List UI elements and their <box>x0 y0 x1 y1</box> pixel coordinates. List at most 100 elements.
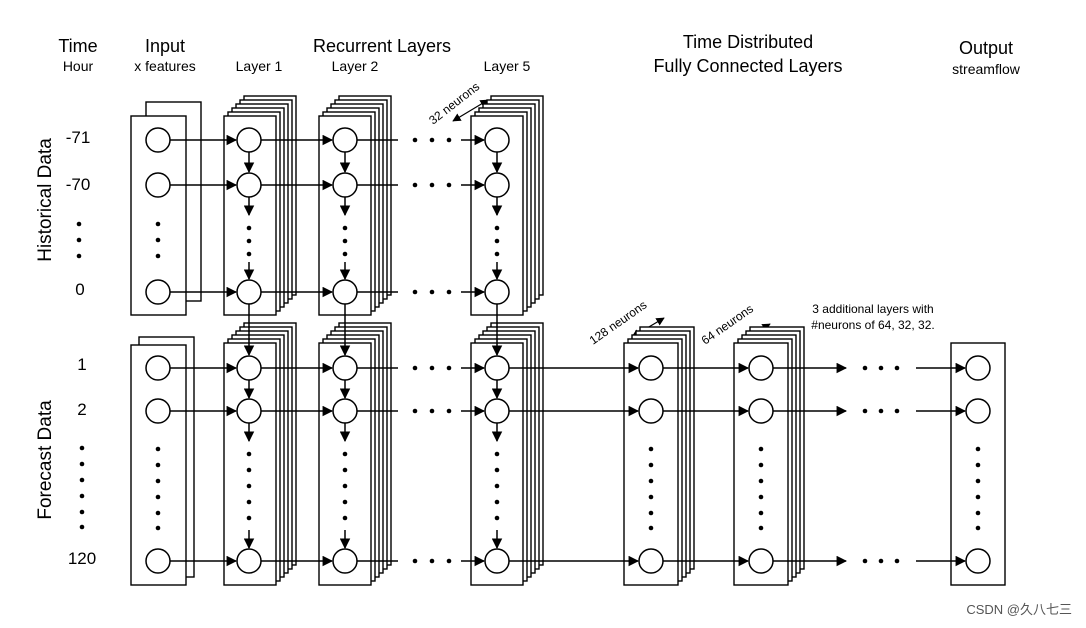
layer5-node <box>484 127 510 153</box>
layer2-node <box>332 279 358 305</box>
ellipsis-dot <box>155 221 161 227</box>
ellipsis-dot <box>648 478 654 484</box>
ellipsis-dot <box>429 137 435 143</box>
output-node <box>965 398 991 424</box>
layer2-stack-historical <box>318 95 392 316</box>
forecast-data-label: Forecast Data <box>35 400 56 520</box>
layer1-node <box>236 279 262 305</box>
ellipsis-dot <box>975 494 981 500</box>
ellipsis-dot <box>342 483 348 489</box>
ellipsis-dot <box>648 462 654 468</box>
ellipsis-dot <box>975 525 981 531</box>
ellipsis-dot <box>975 510 981 516</box>
ellipsis-dot <box>648 525 654 531</box>
ellipsis-dot <box>429 289 435 295</box>
layer2-node <box>332 172 358 198</box>
ellipsis-dot <box>878 558 884 564</box>
layer-ellipsis <box>412 182 452 188</box>
ellipsis-dot <box>894 408 900 414</box>
ellipsis-dot <box>412 182 418 188</box>
ellipsis-dot <box>648 494 654 500</box>
layer1-node <box>236 127 262 153</box>
layer-ellipsis <box>412 558 452 564</box>
layer5-node <box>484 548 510 574</box>
output-ellipsis <box>975 446 981 531</box>
layer2-node <box>332 355 358 381</box>
fc1-ellipsis <box>648 446 654 531</box>
ellipsis-dot <box>155 494 161 500</box>
ellipsis-dot <box>446 289 452 295</box>
layer1-node <box>236 548 262 574</box>
ellipsis-dot <box>862 408 868 414</box>
ellipsis-dot <box>494 225 500 231</box>
ellipsis-dot <box>155 510 161 516</box>
ellipsis-dot <box>246 483 252 489</box>
ellipsis-dot <box>975 462 981 468</box>
layer5-stack-historical <box>470 95 544 316</box>
time-ellipsis-forecast <box>79 445 85 530</box>
ellipsis-dot <box>446 365 452 371</box>
input-node <box>145 172 171 198</box>
ellipsis-dot <box>342 515 348 521</box>
fc2-node <box>748 398 774 424</box>
ellipsis-dot <box>494 483 500 489</box>
ellipsis-dot <box>246 499 252 505</box>
layer-ellipsis <box>412 289 452 295</box>
time-label-minus71: -71 <box>66 128 91 147</box>
ellipsis-dot <box>494 515 500 521</box>
fc1-node <box>638 548 664 574</box>
layer2-recurrent-ellipsis <box>342 225 348 257</box>
ellipsis-dot <box>494 251 500 257</box>
fully-connected-header: Fully Connected Layers <box>653 56 842 76</box>
ellipsis-dot <box>446 408 452 414</box>
ellipsis-dot <box>878 365 884 371</box>
layer5-node <box>484 172 510 198</box>
layer1-recurrent-ellipsis <box>246 451 252 521</box>
ellipsis-dot <box>412 365 418 371</box>
ellipsis-dot <box>758 510 764 516</box>
ellipsis-dot <box>494 467 500 473</box>
additional-layers-line2: #neurons of 64, 32, 32. <box>811 318 934 332</box>
ellipsis-dot <box>758 446 764 452</box>
ellipsis-dot <box>342 251 348 257</box>
layer1-node <box>236 172 262 198</box>
time-label-minus70: -70 <box>66 175 91 194</box>
layer-ellipsis <box>412 408 452 414</box>
layer-ellipsis <box>412 137 452 143</box>
ellipsis-dot <box>446 137 452 143</box>
ellipsis-dot <box>975 478 981 484</box>
ellipsis-dot <box>246 238 252 244</box>
layer1-node <box>236 398 262 424</box>
input-node <box>145 355 171 381</box>
layer5-node <box>484 398 510 424</box>
layer2-recurrent-ellipsis <box>342 451 348 521</box>
fc-ellipsis <box>862 558 900 564</box>
input-header: Input <box>145 36 185 56</box>
network-structure <box>130 95 1006 586</box>
ellipsis-dot <box>648 510 654 516</box>
ellipsis-dot <box>862 365 868 371</box>
ellipsis-dot <box>246 515 252 521</box>
fc2-node <box>748 548 774 574</box>
time-label-0: 0 <box>75 280 84 299</box>
layer5-label: Layer 5 <box>484 58 531 74</box>
time-label-120: 120 <box>68 549 96 568</box>
output-subheader: streamflow <box>952 61 1021 77</box>
layer2-label: Layer 2 <box>332 58 379 74</box>
ellipsis-dot <box>246 251 252 257</box>
layer5-node <box>484 355 510 381</box>
additional-layers-line1: 3 additional layers with <box>812 302 933 316</box>
time-distributed-header: Time Distributed <box>683 32 813 52</box>
layer2-node <box>332 548 358 574</box>
fc2-ellipsis <box>758 446 764 531</box>
watermark: CSDN @久八七三 <box>966 602 1072 617</box>
ellipsis-dot <box>342 499 348 505</box>
ellipsis-dot <box>494 238 500 244</box>
ellipsis-dot <box>155 478 161 484</box>
layer2-node <box>332 127 358 153</box>
ellipsis-dot <box>429 365 435 371</box>
layer2-node <box>332 398 358 424</box>
rnn-neurons-arrow <box>452 99 489 122</box>
fc-ellipsis <box>862 408 900 414</box>
